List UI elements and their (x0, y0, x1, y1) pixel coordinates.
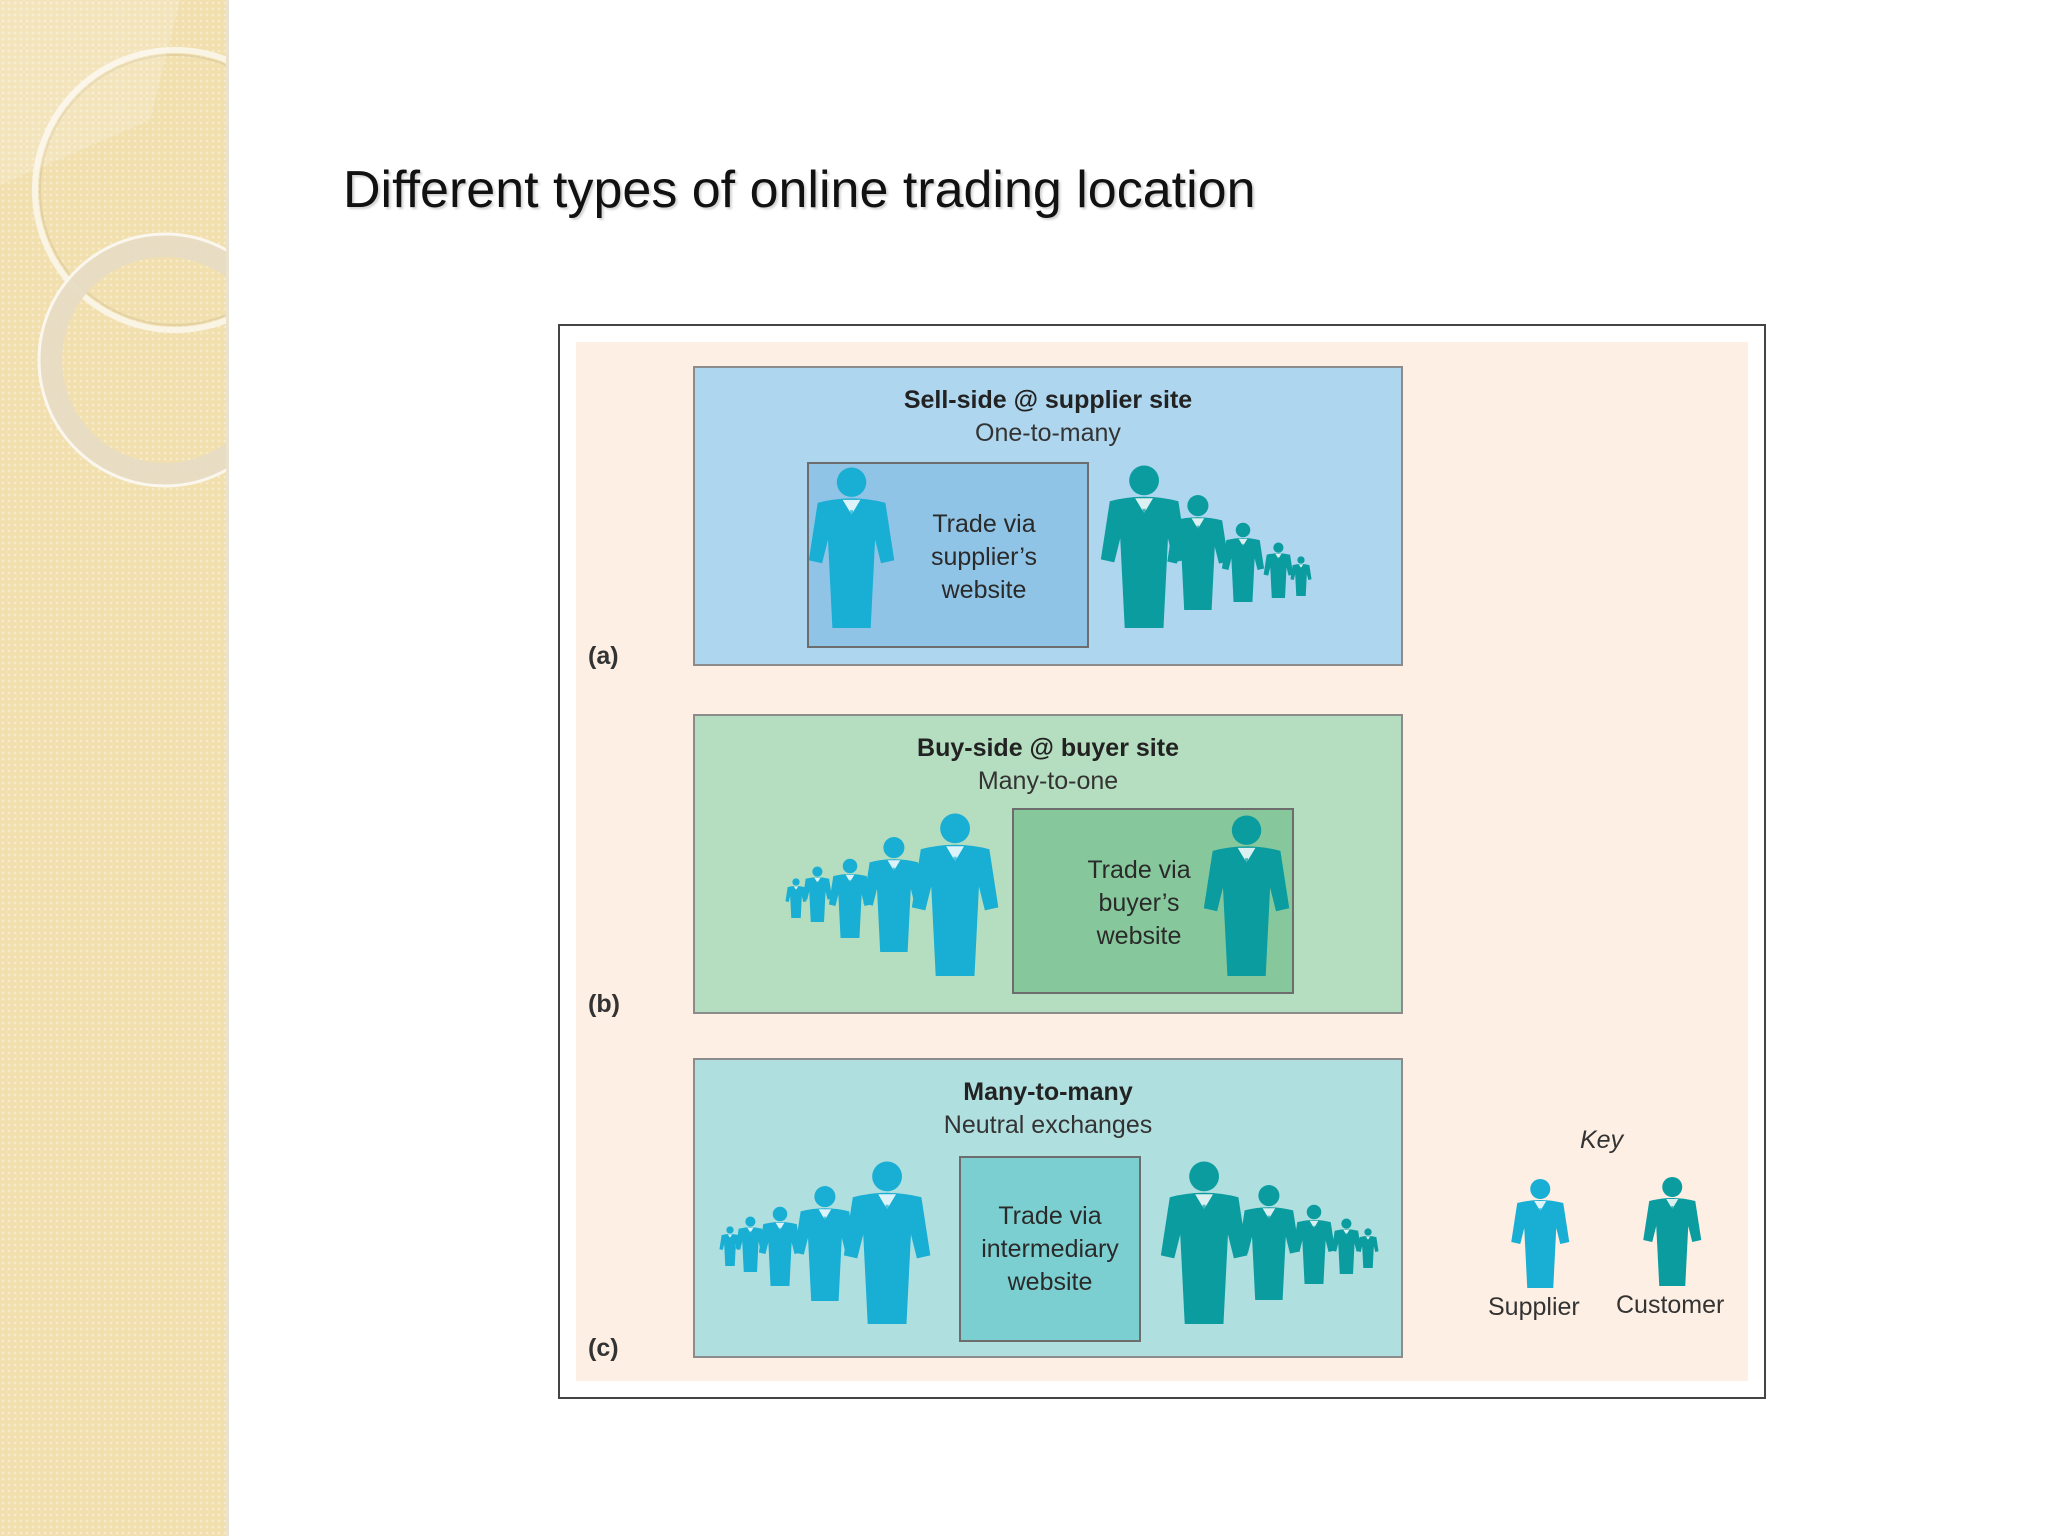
trade-line: website (1096, 922, 1182, 950)
panel-buy-side: Buy-side @ buyer site Many-to-one Trade … (693, 714, 1403, 1014)
customer-icon (1167, 495, 1229, 610)
supplier-icon (809, 467, 895, 628)
key-customer-label: Customer (1616, 1291, 1725, 1319)
key-customer-icon (1643, 1177, 1701, 1286)
sidebar-divider (226, 0, 229, 1536)
trade-box-text: Trade via intermediary website (961, 1200, 1139, 1299)
customer-icon (1331, 1218, 1361, 1274)
trade-line: supplier’s (930, 543, 1038, 571)
customer-icon (1292, 1204, 1336, 1284)
supplier-icon (828, 858, 872, 938)
trade-box: Trade via intermediary website (959, 1156, 1141, 1342)
trade-line: website (1007, 1268, 1093, 1296)
customer-icon (1204, 815, 1290, 976)
customer-icon (1160, 1161, 1248, 1324)
supplier-icon (758, 1206, 802, 1286)
trade-line: Trade via (932, 510, 1036, 538)
supplier-icon (785, 878, 807, 918)
trade-line: intermediary (981, 1235, 1119, 1263)
panel-subtitle: Neutral exchanges (943, 1111, 1153, 1139)
supplier-icon (911, 813, 999, 976)
customer-icon (1357, 1228, 1379, 1268)
customer-icon (1290, 556, 1312, 596)
supplier-icon (863, 837, 925, 952)
panel-title: Many-to-many (963, 1078, 1133, 1106)
trade-box-text: Trade via buyer’s website (1054, 854, 1224, 953)
sidebar-rings (0, 0, 228, 488)
slide-title: Different types of online trading locati… (343, 161, 1256, 219)
key-supplier-icon (1511, 1179, 1569, 1288)
trade-line: website (941, 576, 1027, 604)
panel-title: Buy-side @ buyer site (917, 734, 1179, 762)
supplier-icon (719, 1226, 741, 1266)
supplier-icon (843, 1161, 931, 1324)
trade-line: Trade via (1087, 856, 1191, 884)
customer-icon (1100, 465, 1188, 628)
supplier-icon (735, 1216, 765, 1272)
decorative-sidebar (0, 0, 228, 1536)
trade-box-text: Trade via supplier’s website (899, 508, 1069, 607)
panel-subtitle: Many-to-one (977, 767, 1119, 795)
supplier-icon (802, 866, 832, 922)
panel-label: (a) (588, 642, 619, 670)
trade-line: buyer’s (1098, 889, 1180, 917)
customer-icon (1263, 542, 1293, 598)
panel-subtitle: One-to-many (975, 419, 1121, 447)
panel-label: (b) (588, 990, 620, 1018)
panel-sell-side: Sell-side @ supplier site One-to-many Tr… (693, 366, 1403, 666)
customer-icon (1238, 1185, 1300, 1300)
panel-label: (c) (588, 1334, 619, 1362)
key-title: Key (1580, 1126, 1624, 1154)
supplier-icon (794, 1186, 856, 1301)
panel-many-to-many: Many-to-many Neutral exchanges Trade via… (693, 1058, 1403, 1358)
key-supplier-label: Supplier (1488, 1293, 1580, 1321)
panel-title: Sell-side @ supplier site (903, 386, 1193, 414)
customer-icon (1221, 522, 1265, 602)
trading-location-figure: Sell-side @ supplier site One-to-many Tr… (558, 324, 1766, 1399)
trade-line: Trade via (998, 1202, 1102, 1230)
